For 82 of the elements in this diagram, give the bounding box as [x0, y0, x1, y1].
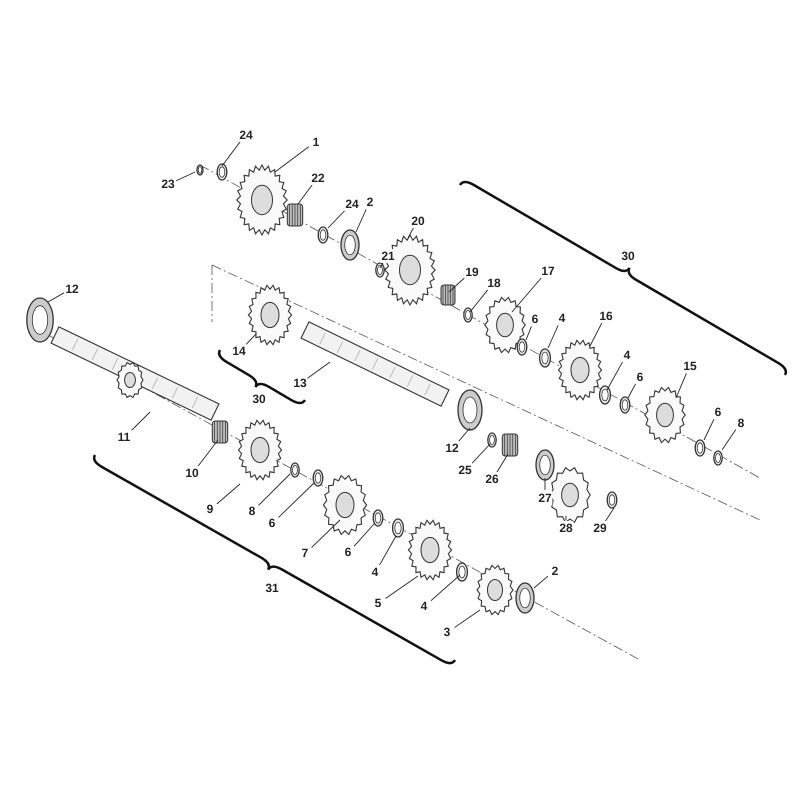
- callout-number: 4: [558, 311, 566, 325]
- leader-line: [606, 362, 623, 390]
- callout-number: 16: [598, 309, 614, 323]
- leader-line: [526, 326, 532, 340]
- leader-line: [306, 362, 330, 379]
- callout-number: 14: [231, 344, 247, 358]
- leader-line: [380, 262, 384, 268]
- leader-line: [197, 440, 218, 468]
- callout-number: 12: [64, 282, 80, 296]
- callout-number: 19: [464, 265, 480, 279]
- leader-line: [512, 276, 542, 312]
- leader-line: [534, 576, 548, 588]
- leader-line: [628, 384, 636, 398]
- callout-number: 11: [116, 430, 132, 444]
- leader-line: [278, 482, 314, 518]
- callout-number: 7: [300, 546, 310, 560]
- callout-number: 20: [410, 214, 426, 228]
- leader-line: [470, 288, 489, 312]
- leader-line: [379, 536, 396, 566]
- leader-line: [430, 574, 460, 602]
- callout-number: 27: [537, 491, 553, 505]
- callout-number: 6: [268, 516, 276, 530]
- callout-number: 29: [592, 521, 608, 535]
- leader-line: [222, 140, 241, 166]
- callout-number: 6: [636, 370, 644, 384]
- callout-number: 13: [292, 376, 308, 390]
- callout-number: 4: [622, 348, 632, 362]
- leader-line: [590, 322, 602, 346]
- callout-number: 17: [540, 264, 556, 278]
- leader-line: [448, 276, 466, 292]
- callout-number: 30: [620, 249, 636, 263]
- leader-line: [604, 508, 614, 522]
- callout-number: 4: [420, 599, 428, 613]
- leader-line: [722, 429, 736, 450]
- callout-number: 6: [714, 405, 722, 419]
- leader-line: [354, 524, 374, 547]
- callout-number: 2: [550, 564, 560, 578]
- callout-number: 2: [366, 195, 374, 209]
- callout-number: 31: [264, 581, 280, 595]
- leader-line: [328, 209, 346, 228]
- callout-number: 18: [486, 276, 502, 290]
- leader-line: [704, 418, 714, 440]
- callout-number: 21: [380, 249, 396, 263]
- callout-number: 9: [206, 502, 214, 516]
- leader-line: [408, 227, 414, 238]
- leader-line: [48, 292, 65, 302]
- callout-number: 26: [484, 472, 500, 486]
- callout-number: 4: [370, 565, 380, 579]
- leader-line: [544, 478, 546, 490]
- leader-line: [130, 412, 150, 432]
- leader-line: [454, 610, 480, 628]
- callout-number: 24: [344, 197, 360, 211]
- callout-number: 6: [344, 545, 352, 559]
- leader-line: [385, 576, 418, 599]
- leader-line: [244, 334, 256, 346]
- callout-number: 5: [374, 596, 382, 610]
- callout-number: 3: [442, 625, 452, 639]
- leader-line: [356, 208, 367, 232]
- callout-number: 23: [160, 177, 176, 191]
- leader-line: [216, 484, 240, 504]
- callout-number: 8: [736, 416, 746, 430]
- callout-number: 6: [530, 312, 540, 326]
- leader-line: [548, 324, 559, 348]
- callout-number: 22: [310, 171, 326, 185]
- leader-line: [676, 372, 687, 398]
- leader-line: [176, 172, 196, 182]
- callout-number: 25: [457, 463, 473, 477]
- callout-number: 10: [184, 466, 200, 480]
- leader-line: [258, 474, 290, 506]
- callout-number: 15: [682, 359, 698, 373]
- leader-line: [311, 520, 340, 548]
- callout-number: 12: [444, 441, 460, 455]
- callout-number: 24: [238, 128, 254, 142]
- leader-line: [298, 184, 313, 204]
- leader-line: [274, 146, 310, 172]
- callout-number: 1: [312, 135, 320, 149]
- leader-line: [458, 428, 470, 442]
- callout-number: 8: [248, 504, 256, 518]
- leader-line: [496, 454, 508, 473]
- callout-number: 28: [558, 521, 574, 535]
- leader-line: [470, 444, 490, 465]
- callout-number: 30: [251, 392, 267, 406]
